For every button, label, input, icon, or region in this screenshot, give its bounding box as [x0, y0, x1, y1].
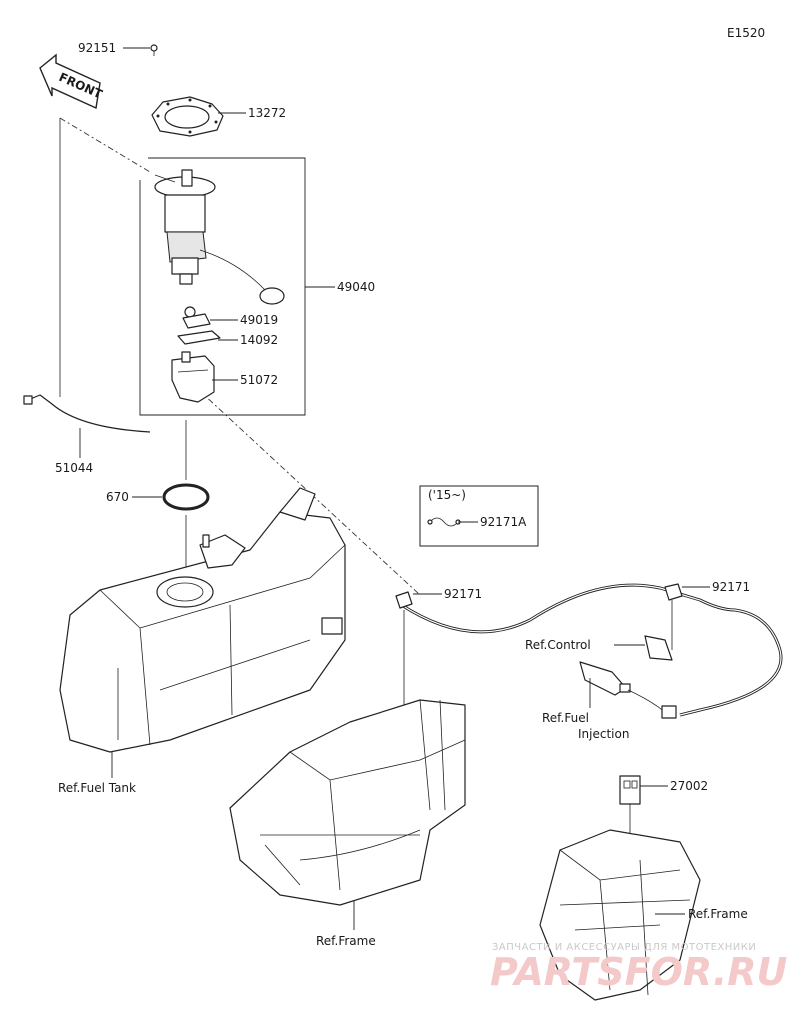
cover-51072-icon — [171, 351, 215, 403]
callout-49040: 49040 — [337, 280, 375, 294]
version-note-box — [419, 485, 539, 547]
frame-right-icon — [539, 829, 701, 1001]
diagram-code: E1520 — [727, 26, 765, 40]
ref-control: Ref.Control — [525, 638, 591, 652]
fuel-tank-icon — [59, 487, 346, 753]
callout-51044: 51044 — [55, 461, 93, 475]
clamp-92171-left-icon — [395, 591, 413, 609]
ring-plate-13272-icon — [151, 96, 224, 137]
frame-center-icon — [229, 699, 466, 906]
watermark-brand: PARTSFOR.RU — [490, 950, 788, 994]
callout-670: 670 — [106, 490, 129, 504]
version-note: ('15~) — [428, 488, 466, 502]
callout-92171-right: 92171 — [712, 580, 750, 594]
front-arrow-icon: FRONT — [39, 53, 105, 110]
ref-frame-center: Ref.Frame — [316, 934, 376, 948]
callout-14092: 14092 — [240, 333, 278, 347]
filter-49019-icon — [182, 306, 211, 329]
callout-27002: 27002 — [670, 779, 708, 793]
fuel-pump-assembly-icon — [154, 169, 285, 305]
fuel-injection-rail-icon — [579, 661, 677, 719]
ref-fuel-tank: Ref.Fuel Tank — [58, 781, 136, 795]
callout-49019: 49019 — [240, 313, 278, 327]
watermark-tagline: ЗАПЧАСТИ И АКСЕССУАРЫ ДЛЯ МОТОТЕХНИКИ — [492, 942, 756, 953]
callout-92171-left: 92171 — [444, 587, 482, 601]
control-bracket-icon — [644, 635, 673, 661]
screw-92151-icon — [150, 44, 158, 56]
o-ring-670-icon — [162, 483, 210, 511]
callout-92171a: 92171A — [480, 515, 527, 529]
filter-14092-icon — [177, 330, 221, 345]
callout-13272: 13272 — [248, 106, 286, 120]
ref-fuel-injection-line2: Injection — [578, 727, 629, 741]
ref-frame-right: Ref.Frame — [688, 907, 748, 921]
callout-51072: 51072 — [240, 373, 278, 387]
callout-92151: 92151 — [78, 41, 116, 55]
clamp-92171-right-icon — [664, 583, 683, 601]
ref-fuel-injection-line1: Ref.Fuel — [542, 711, 589, 725]
connector-27002-icon — [619, 775, 641, 840]
clamp-92171a-icon — [427, 517, 461, 527]
hose-51044-icon — [23, 394, 151, 433]
